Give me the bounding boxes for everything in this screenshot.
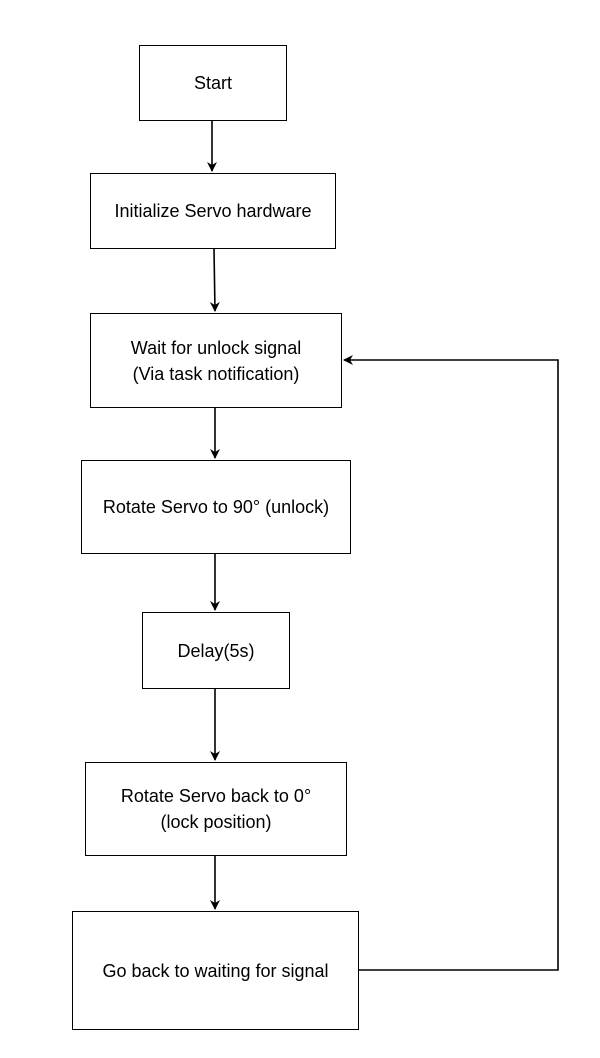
arrow-goback-to-wait-loop — [343, 355, 559, 971]
node-delay: Delay(5s) — [142, 612, 290, 689]
node-start: Start — [139, 45, 287, 121]
node-rotate-90-label: Rotate Servo to 90° (unlock) — [102, 497, 330, 517]
node-initialize-servo: Initialize Servo hardware — [90, 173, 336, 249]
node-delay-label: Delay(5s) — [177, 640, 255, 661]
node-wait-for-unlock-sublabel: (Via task notification) — [132, 363, 300, 384]
node-rotate-90: Rotate Servo to 90° (unlock) — [81, 460, 351, 554]
node-start-label: Start — [193, 73, 232, 93]
node-rotate-0: Rotate Servo back to 0° (lock position) — [85, 762, 347, 856]
node-rotate-0-sublabel: (lock position) — [160, 812, 272, 832]
node-go-back-label: Go back to waiting for signal — [102, 960, 329, 981]
node-rotate-0-label: Rotate Servo back to 0° — [120, 786, 312, 806]
arrow-init-to-wait — [209, 248, 220, 312]
node-initialize-servo-label: Initialize Servo hardware — [114, 201, 312, 221]
node-go-back: Go back to waiting for signal — [72, 911, 359, 1030]
node-wait-for-unlock: Wait for unlock signal (Via task notific… — [90, 313, 342, 408]
node-wait-for-unlock-label: Wait for unlock signal — [130, 337, 302, 358]
